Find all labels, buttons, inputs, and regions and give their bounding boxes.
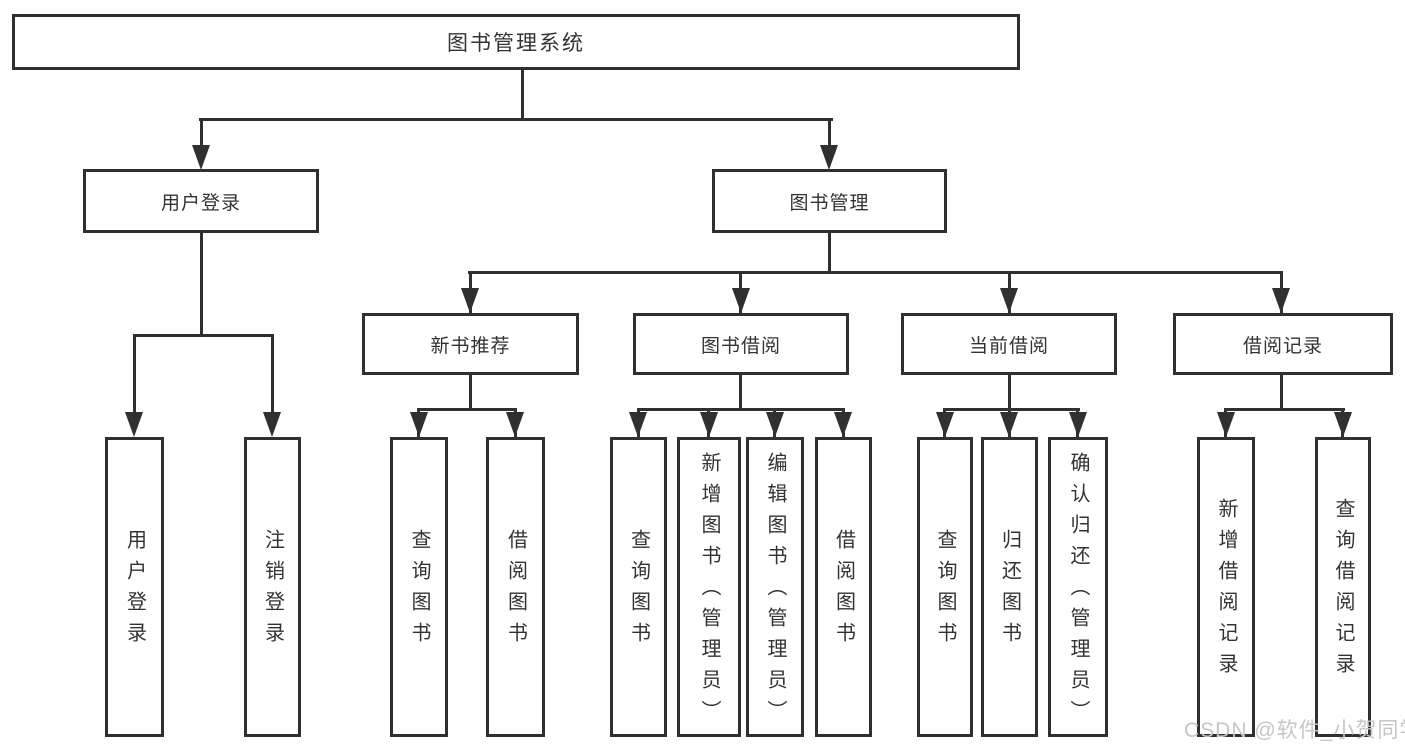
leaf-edit-book-admin: 编辑图书（管理员） — [746, 437, 804, 737]
edge-current-stem — [1008, 375, 1011, 410]
edge-borrow-split — [637, 408, 845, 411]
edge-recommend-split — [417, 408, 517, 411]
edge-records-split — [1224, 408, 1345, 411]
leaf-borrow-books: 借阅图书 — [815, 437, 872, 737]
edge-to-book-management — [828, 118, 831, 150]
arrowhead-down-icon — [1334, 412, 1352, 437]
arrowhead-down-icon — [1000, 288, 1018, 313]
arrowhead-down-icon — [1217, 412, 1235, 437]
node-new-book-recommend: 新书推荐 — [362, 313, 579, 375]
arrowhead-down-icon — [125, 412, 143, 437]
arrowhead-down-icon — [192, 145, 210, 170]
arrowhead-down-icon — [410, 412, 428, 437]
leaf-logout: 注销登录 — [244, 437, 301, 737]
leaf-query-borrow-record: 查询借阅记录 — [1315, 437, 1371, 737]
node-current-borrow: 当前借阅 — [901, 313, 1117, 375]
arrowhead-down-icon — [263, 412, 281, 437]
node-borrow-records: 借阅记录 — [1173, 313, 1393, 375]
arrowhead-down-icon — [766, 412, 784, 437]
edge-root-stem — [521, 70, 524, 119]
edge-user-login-split — [133, 334, 274, 337]
leaf-query-books-borrow: 查询图书 — [610, 437, 667, 737]
arrowhead-down-icon — [820, 145, 838, 170]
leaf-borrow-books-recommend: 借阅图书 — [486, 437, 545, 737]
leaf-user-login: 用户登录 — [105, 437, 164, 737]
leaf-query-books-recommend: 查询图书 — [390, 437, 448, 737]
arrowhead-down-icon — [1272, 288, 1290, 313]
arrowhead-down-icon — [732, 288, 750, 313]
arrowhead-down-icon — [629, 412, 647, 437]
leaf-add-book-admin: 新增图书（管理员） — [677, 437, 741, 737]
node-book-borrow: 图书借阅 — [633, 313, 849, 375]
arrowhead-down-icon — [461, 288, 479, 313]
edge-recommend-stem — [469, 375, 472, 410]
edge-to-user-login — [200, 118, 203, 150]
arrowhead-down-icon — [700, 412, 718, 437]
edge-to-leaf-logout — [271, 334, 274, 416]
edge-book-mgmt-stem — [828, 233, 831, 273]
node-book-management: 图书管理 — [712, 169, 947, 233]
edge-to-leaf-user-login — [133, 334, 136, 416]
node-root-library-system: 图书管理系统 — [12, 14, 1020, 70]
edge-borrow-stem — [739, 375, 742, 410]
leaf-query-books-current: 查询图书 — [917, 437, 973, 737]
csdn-watermark: CSDN @软件_小贺同学 — [1184, 719, 1405, 742]
leaf-add-borrow-record: 新增借阅记录 — [1197, 437, 1255, 737]
edge-current-split — [943, 408, 1080, 411]
edge-book-mgmt-split — [468, 271, 1282, 274]
arrowhead-down-icon — [834, 412, 852, 437]
arrowhead-down-icon — [506, 412, 524, 437]
edge-records-stem — [1280, 375, 1283, 410]
leaf-confirm-return-admin: 确认归还（管理员） — [1048, 437, 1108, 737]
edge-user-login-stem — [200, 233, 203, 336]
leaf-return-book: 归还图书 — [981, 437, 1038, 737]
node-user-login: 用户登录 — [83, 169, 319, 233]
arrowhead-down-icon — [936, 412, 954, 437]
edge-root-split — [199, 118, 833, 121]
arrowhead-down-icon — [1069, 412, 1087, 437]
arrowhead-down-icon — [1000, 412, 1018, 437]
